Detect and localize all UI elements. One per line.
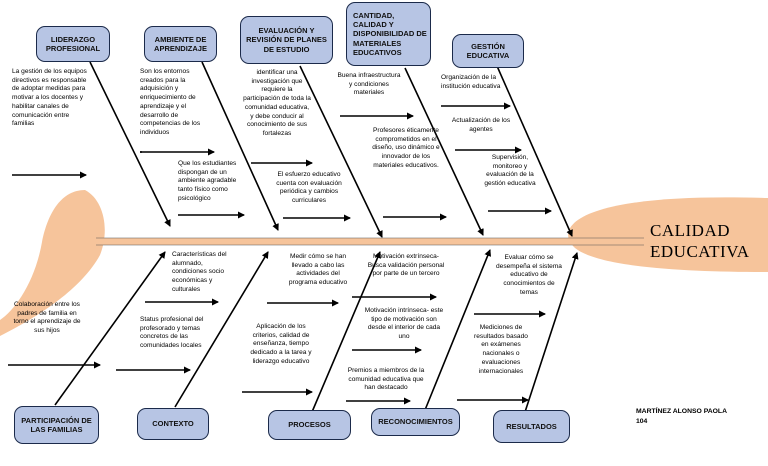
note-ambiente-2: Que los estudiantes dispongan de un ambi… (178, 160, 237, 202)
fish-tail (0, 190, 105, 336)
category-label: RESULTADOS (506, 421, 557, 431)
note-participacion-1: Colaboración entre los padres de familia… (13, 301, 81, 335)
bone-resultados (524, 252, 579, 413)
bone-participacion (54, 251, 166, 406)
category-label: RECONOCIMIENTOS (378, 417, 453, 427)
note-reconocimientos-1: Motivación extrínseca- Busca validación … (367, 253, 445, 278)
note-cantidad-2: Profesores éticamente comprometidos en e… (372, 127, 440, 169)
bone-evaluacion (299, 65, 383, 238)
category-label: CANTIDAD, CALIDAD Y DISPONIBILIDAD DE MA… (353, 10, 427, 58)
note-gestion-1: Organización de la institución educativa (441, 74, 501, 90)
bone-contexto (174, 251, 269, 408)
category-label: PROCESOS (288, 420, 331, 430)
bone-gestion (496, 65, 573, 237)
bone-ambiente (201, 61, 279, 231)
bone-liderazgo (89, 61, 171, 227)
category-gestion: GESTIÓN EDUCATIVA (452, 34, 524, 68)
fish-head-label: CALIDAD EDUCATIVA (650, 220, 750, 263)
category-label: EVALUACIÓN Y REVISIÓN DE PLANES DE ESTUD… (246, 25, 327, 54)
category-label: CONTEXTO (152, 419, 194, 429)
category-label: GESTIÓN EDUCATIVA (466, 41, 510, 60)
category-cantidad: CANTIDAD, CALIDAD Y DISPONIBILIDAD DE MA… (346, 2, 431, 66)
head-line-1: CALIDAD (650, 221, 730, 240)
fish-head (568, 197, 768, 272)
note-procesos-2: Aplicación de los criterios, calidad de … (250, 323, 312, 365)
note-gestion-2: Actualización de los agentes (451, 117, 511, 133)
category-ambiente: AMBIENTE DE APRENDIZAJE (144, 26, 217, 62)
note-contexto-2: Status profesional del profesorado y tem… (140, 316, 204, 350)
category-reconocimientos: RECONOCIMIENTOS (371, 408, 460, 436)
category-liderazgo: LIDERAZGO PROFESIONAL (36, 26, 110, 62)
note-resultados-1: Evaluar cómo se desempeña el sistema edu… (496, 254, 562, 296)
category-resultados: RESULTADOS (493, 410, 570, 443)
category-procesos: PROCESOS (268, 410, 351, 440)
bone-cantidad (404, 67, 484, 236)
category-label: LIDERAZGO PROFESIONAL (45, 34, 101, 53)
author-name: MARTÍNEZ ALONSO PAOLA (636, 408, 727, 415)
author-group: 104 (636, 417, 648, 425)
note-liderazgo-1: La gestión de los equipos directivos es … (12, 68, 87, 128)
head-line-2: EDUCATIVA (650, 242, 750, 262)
category-contexto: CONTEXTO (137, 408, 209, 440)
category-label: PARTICIPACIÓN DE LAS FAMILIAS (21, 415, 92, 434)
category-evaluacion: EVALUACIÓN Y REVISIÓN DE PLANES DE ESTUD… (240, 16, 333, 64)
note-reconocimientos-2: Motivación intrínseca- este tipo de moti… (364, 307, 444, 341)
author-credit: MARTÍNEZ ALONSO PAOLA 104 (636, 407, 727, 427)
note-contexto-1: Características del alumnado, condicione… (172, 251, 227, 293)
category-participacion: PARTICIPACIÓN DE LAS FAMILIAS (14, 406, 99, 444)
note-reconocimientos-3: Premios a miembros de la comunidad educa… (347, 367, 425, 392)
note-cantidad-1: Buena infraestructura y condiciones mate… (337, 72, 401, 97)
note-gestion-3: Supervisión, monitoreo y evaluación de l… (484, 154, 536, 188)
note-ambiente-1: Son los entornos creados para la adquisi… (140, 68, 201, 136)
note-evaluacion-1: identificar una investigación que requie… (243, 69, 311, 137)
note-resultados-2: Mediciones de resultados basado en exáme… (474, 324, 528, 375)
note-procesos-1: Medir cómo se han llevado a cabo las act… (288, 253, 348, 287)
bone-reconocimientos (424, 249, 491, 411)
note-evaluacion-2: El esfuerzo educativo cuenta con evaluac… (276, 171, 342, 205)
category-label: AMBIENTE DE APRENDIZAJE (154, 34, 207, 53)
fish-spine (96, 238, 644, 245)
bone-procesos (311, 251, 381, 413)
